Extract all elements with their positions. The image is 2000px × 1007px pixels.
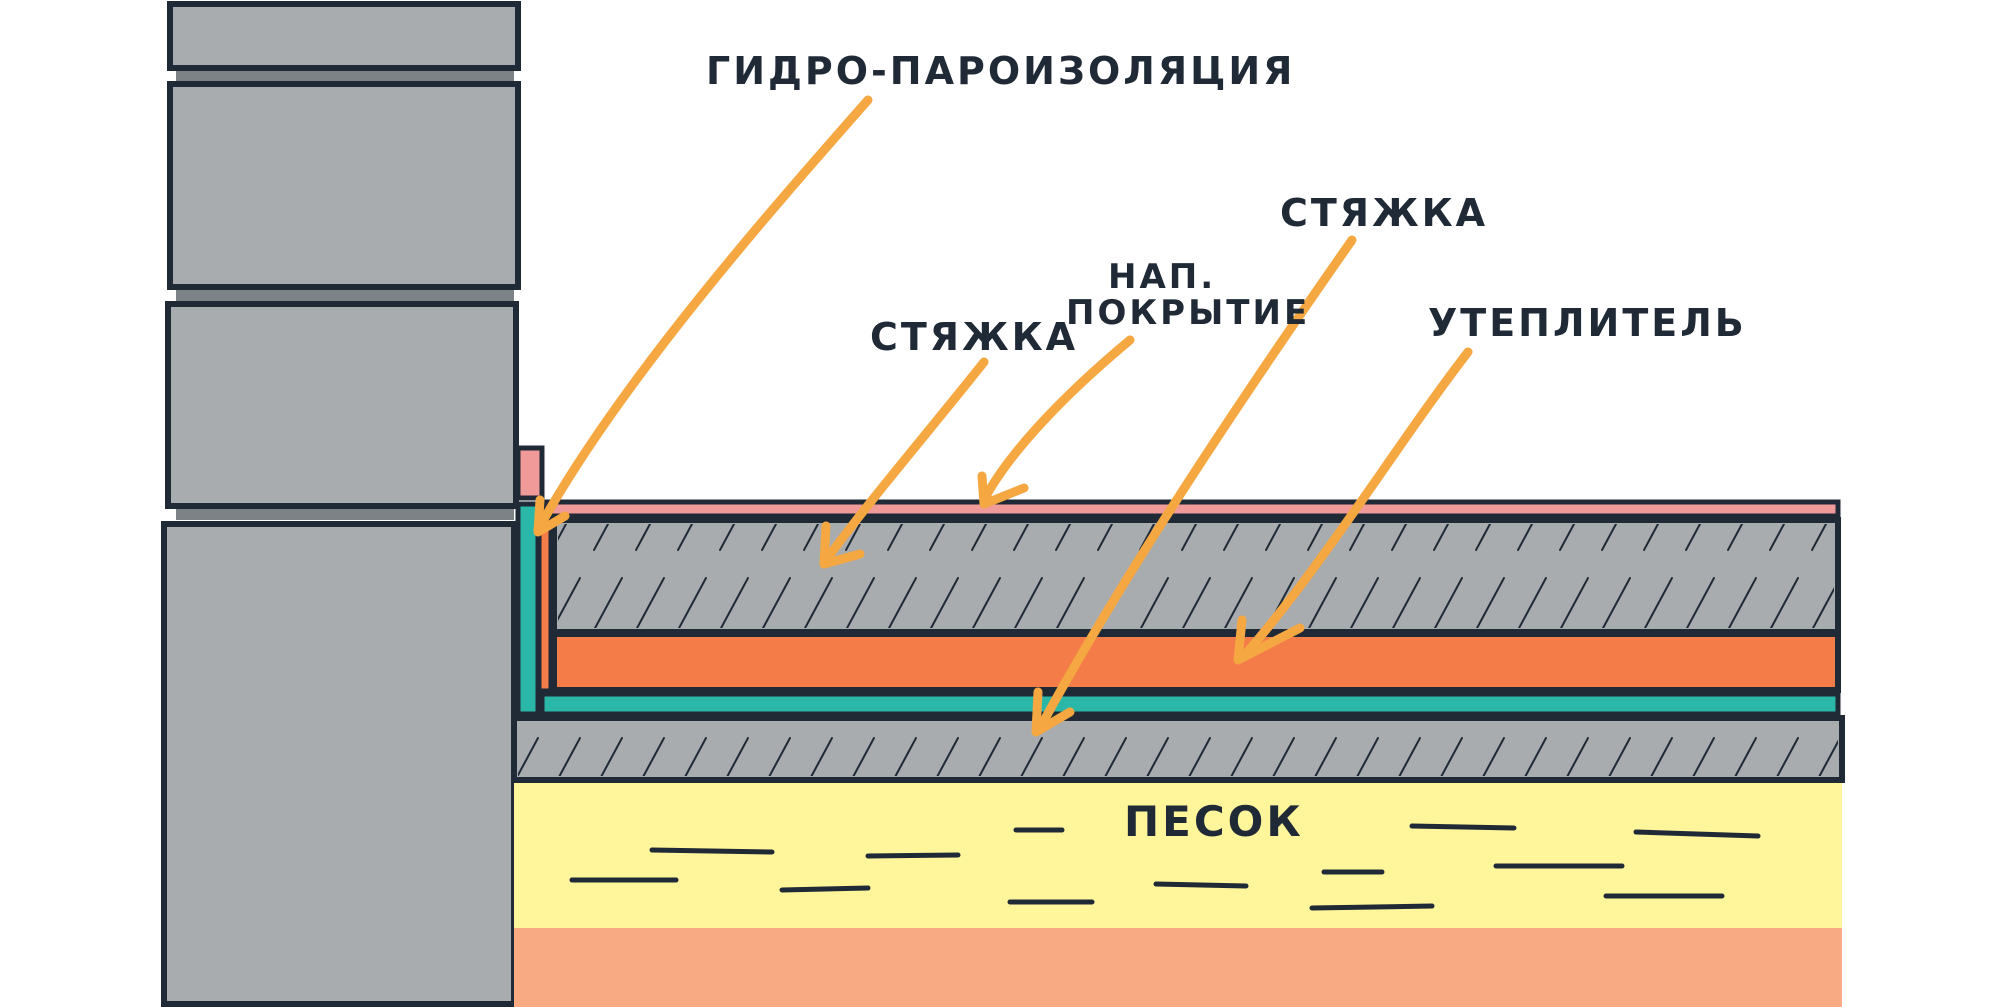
label-screed-bottom: СТЯЖКА [1280,191,1488,235]
wall-mortar-joint [176,288,514,302]
arrow-floor-covering [977,335,1135,509]
arrow-screed-top [819,357,989,569]
wall-mortar-joint [176,506,514,520]
arrow-vapor-barrier [533,95,873,537]
floor-covering-upturn [515,445,545,501]
arrow-screed-bottom [1031,235,1357,737]
soil-layer [514,928,1842,1007]
bottom-slab-hatch [518,722,1838,776]
label-sand: ПЕСОК [1124,797,1304,846]
label-vapor-barrier: ГИДРО-ПАРОИЗОЛЯЦИЯ [706,49,1295,93]
label-floor-covering-line2: ПОКРЫТИЕ [1066,293,1310,333]
membrane-vertical [515,501,541,717]
damper-tape [538,512,552,692]
wall [161,1,521,1007]
arrow-insulation [1233,347,1473,665]
wall-block [165,301,519,509]
label-screed-top: СТЯЖКА [870,315,1078,359]
label-floor-covering-line1: НАП. [1108,257,1216,297]
sand-layer [514,780,1842,928]
wall-mortar-joint [176,70,514,84]
sand-dashes [569,823,1761,911]
wall-block [167,1,521,71]
label-insulation: УТЕПЛИТЕЛЬ [1428,301,1747,345]
membrane-horizontal [539,691,1841,717]
arrows [533,95,1473,737]
foundation-block [161,521,517,1007]
top-screed-hatch [558,524,1834,628]
floor-covering [543,499,1841,519]
wall-block [167,81,521,290]
insulation-layer [551,631,1841,693]
